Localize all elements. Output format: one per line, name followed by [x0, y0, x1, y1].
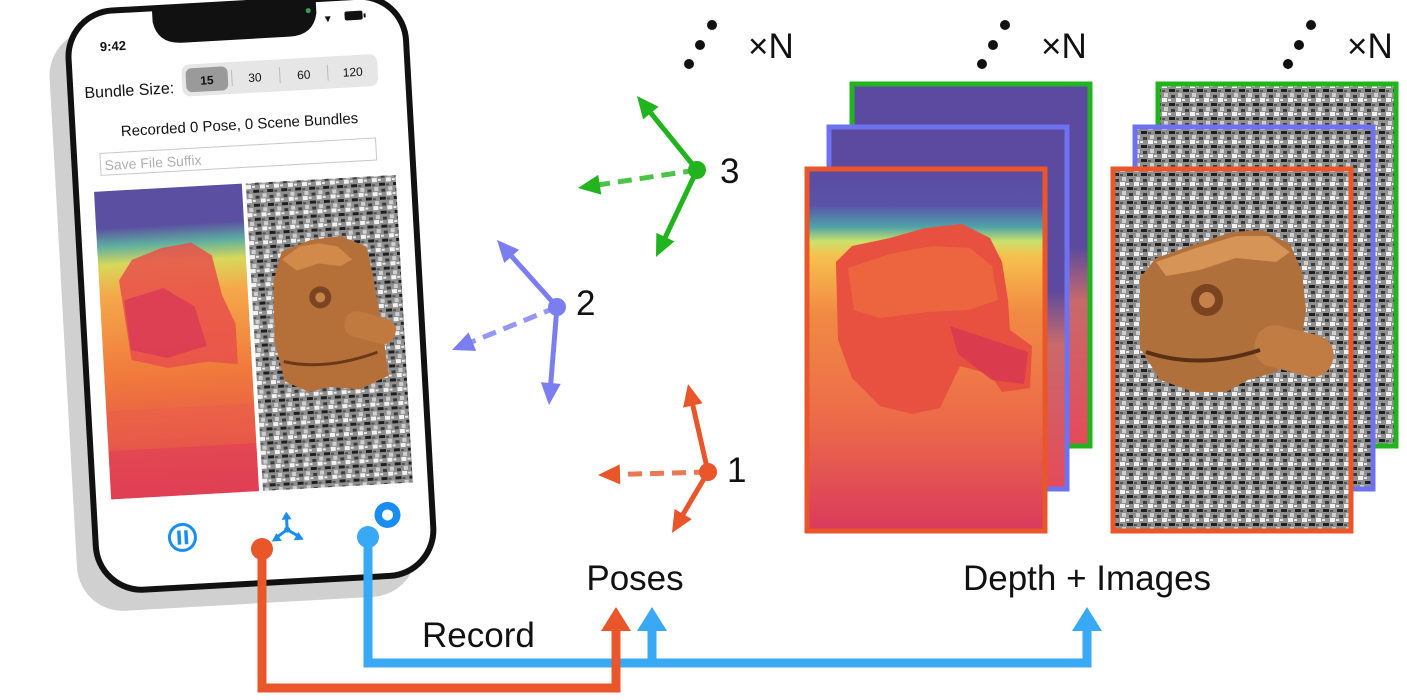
pause-icon: [167, 522, 197, 552]
save-file-suffix-placeholder: Save File Suffix: [104, 152, 202, 173]
pose-label-1: 1: [727, 451, 746, 490]
status-time: 9:42: [100, 38, 127, 54]
pose-2-axis: [507, 251, 559, 309]
bundle-option-30[interactable]: 30: [248, 70, 262, 85]
orange-arrowhead-poses: [601, 607, 631, 631]
ellipsis-dots-icon: [1283, 20, 1316, 69]
segment-divider: [230, 69, 233, 86]
pose-2-dashed-arrowhead: [452, 332, 477, 351]
pose-2-axis: [547, 306, 560, 388]
battery-tip: [363, 13, 366, 18]
bundle-option-15[interactable]: 15: [200, 73, 214, 88]
repeat-label-depth: ×N: [1041, 27, 1087, 66]
image-frame-front: [1110, 166, 1354, 534]
pose-3-axis-arrowhead: [656, 232, 675, 257]
repeat-label-poses: ×N: [748, 27, 794, 66]
depth-frame-front: [804, 166, 1048, 534]
pose-1-dashed-axis: [615, 469, 709, 478]
phone: 9:42 ▾ Bundle Size: 15 30 60 120 Recorde…: [49, 0, 437, 611]
orange-connector-dot: [251, 538, 273, 560]
depth-stack: [804, 81, 1093, 534]
pose-2-origin: [548, 298, 566, 316]
blue-connector-dot: [357, 526, 379, 548]
pose-3-dashed-axis: [595, 167, 698, 188]
blue-arrowhead-depth: [1072, 607, 1102, 631]
pose-1-axis-arrowhead: [672, 508, 692, 533]
depth-images-title: Depth + Images: [963, 559, 1211, 598]
ellipsis-dots-icon: [684, 20, 717, 69]
pose-3-axis: [661, 168, 700, 242]
pose-3-origin: [688, 161, 706, 179]
orange-connector: [257, 549, 621, 693]
repeat-label-images: ×N: [1347, 27, 1393, 66]
segment-divider: [326, 64, 329, 81]
bundle-option-60[interactable]: 60: [297, 68, 311, 83]
record-label: Record: [422, 616, 535, 655]
pose-1-dashed-arrowhead: [598, 464, 621, 485]
image-stack: [1110, 81, 1399, 534]
pose-axes-button[interactable]: [270, 511, 304, 542]
pose-2-axis-arrowhead: [497, 240, 520, 264]
blue-arrowhead-poses: [637, 607, 667, 631]
phone-depth-preview: [94, 183, 259, 500]
save-file-suffix-input[interactable]: [99, 137, 378, 176]
phone-rgb-preview: [245, 174, 413, 491]
battery-icon: [344, 10, 363, 21]
bundle-option-selected-bg: [185, 66, 229, 93]
pose-3-axis: [646, 108, 699, 172]
pose-1-origin: [699, 463, 717, 481]
pose-1-axis-arrowhead: [683, 384, 703, 408]
pose-2-axis-arrowhead: [540, 382, 561, 405]
blue-connector: [363, 537, 1092, 668]
camera-indicator: [305, 8, 311, 14]
phone-notch: [151, 0, 317, 43]
bundle-option-120[interactable]: 120: [342, 65, 363, 80]
ellipsis-dots-icon: [977, 20, 1010, 69]
bundle-size-label: Bundle Size:: [84, 80, 175, 102]
pose-3-axis-arrowhead: [637, 96, 659, 120]
wifi-icon: ▾: [324, 11, 331, 25]
segment-divider: [278, 67, 281, 84]
record-connectors: [257, 537, 1092, 693]
poses-title: Poses: [586, 559, 683, 598]
pause-button[interactable]: [167, 522, 197, 552]
record-button[interactable]: [374, 501, 401, 528]
pose-frames: [452, 96, 717, 533]
pose-1-axis: [689, 400, 711, 473]
pose-label-2: 2: [576, 284, 595, 323]
pose-label-3: 3: [720, 152, 739, 191]
pose-2-dashed-axis: [467, 304, 558, 346]
pose-3-dashed-arrowhead: [578, 174, 602, 195]
